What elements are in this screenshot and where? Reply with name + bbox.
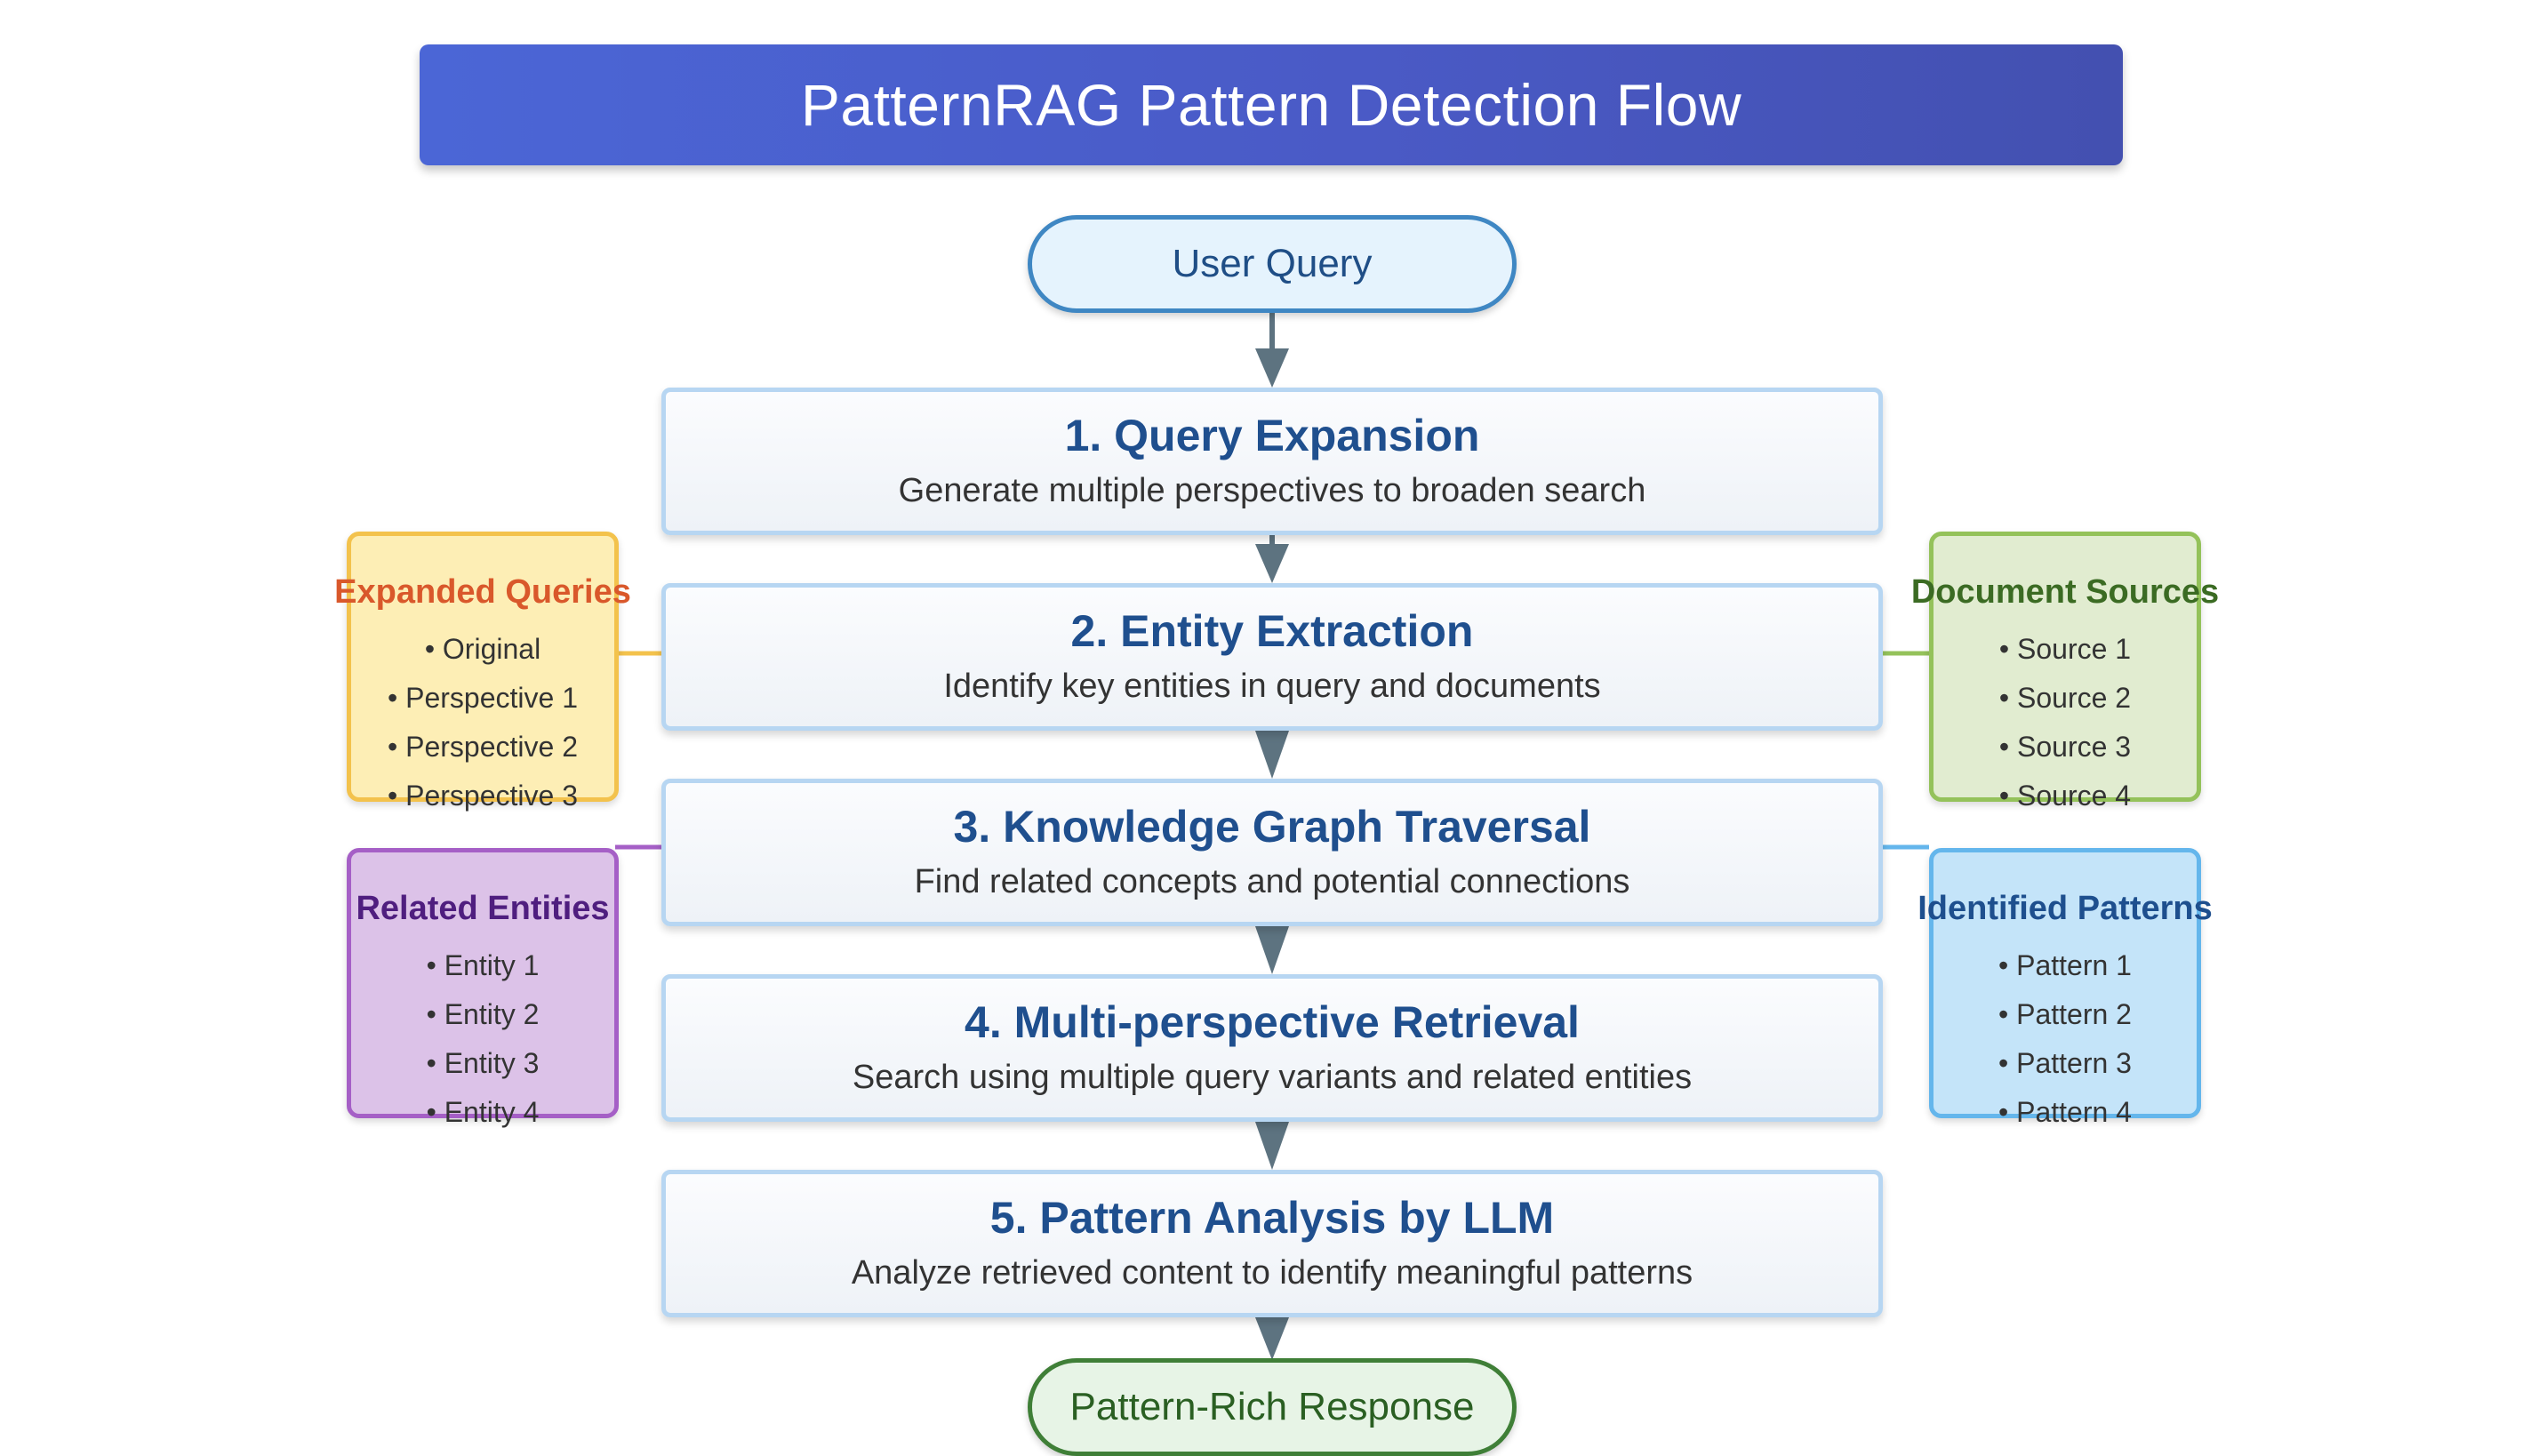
diagram-title-bar: PatternRAG Pattern Detection Flow bbox=[420, 44, 2123, 165]
list-item: • Perspective 1 bbox=[388, 682, 578, 714]
arrow-head bbox=[1255, 544, 1289, 583]
list-item: • Entity 1 bbox=[426, 949, 540, 981]
diagram-title: PatternRAG Pattern Detection Flow bbox=[800, 72, 1742, 138]
step-title: 4. Multi-perspective Retrieval bbox=[965, 997, 1580, 1047]
arrow-head bbox=[1255, 731, 1289, 779]
panel-title: Related Entities bbox=[356, 890, 610, 927]
step-multi-perspective-retrieval: 4. Multi-perspective Retrieval Search us… bbox=[661, 974, 1883, 1122]
start-node-label: User Query bbox=[1172, 242, 1373, 285]
list-item: • Source 3 bbox=[1998, 731, 2132, 763]
arrow-head bbox=[1255, 926, 1289, 974]
list-item: • Perspective 2 bbox=[388, 731, 578, 763]
list-item: • Perspective 3 bbox=[388, 780, 578, 812]
panel-list: • Source 1 • Source 2 • Source 3 • Sourc… bbox=[1934, 625, 2197, 820]
step-title: 1. Query Expansion bbox=[1064, 411, 1480, 460]
arrow-head bbox=[1255, 348, 1289, 388]
arrow-head bbox=[1255, 1317, 1289, 1360]
step-query-expansion: 1. Query Expansion Generate multiple per… bbox=[661, 388, 1883, 535]
step-knowledge-graph-traversal: 3. Knowledge Graph Traversal Find relate… bbox=[661, 779, 1883, 926]
panel-list: • Original • Perspective 1 • Perspective… bbox=[351, 625, 614, 820]
list-item: • Original bbox=[424, 633, 541, 665]
step-description: Find related concepts and potential conn… bbox=[914, 863, 1630, 900]
step-title: 2. Entity Extraction bbox=[1070, 606, 1474, 656]
list-item: • Entity 2 bbox=[426, 998, 540, 1030]
start-node-user-query: User Query bbox=[1028, 215, 1517, 313]
end-node-label: Pattern-Rich Response bbox=[1069, 1385, 1475, 1428]
list-item: • Source 2 bbox=[1998, 682, 2132, 714]
list-item: • Source 1 bbox=[1998, 633, 2132, 665]
panel-identified-patterns: Identified Patterns • Pattern 1 • Patter… bbox=[1918, 848, 2213, 1128]
panel-list: • Entity 1 • Entity 2 • Entity 3 • Entit… bbox=[351, 941, 614, 1137]
step-title: 5. Pattern Analysis by LLM bbox=[989, 1193, 1555, 1243]
panel-related-entities: Related Entities • Entity 1 • Entity 2 •… bbox=[347, 848, 619, 1128]
list-item: • Entity 3 bbox=[426, 1047, 540, 1079]
panel-title: Document Sources bbox=[1910, 573, 2220, 611]
step-description: Analyze retrieved content to identify me… bbox=[851, 1254, 1693, 1292]
panel-list: • Pattern 1 • Pattern 2 • Pattern 3 • Pa… bbox=[1934, 941, 2197, 1137]
flow-arrows bbox=[1255, 313, 1289, 1360]
list-item: • Entity 4 bbox=[426, 1096, 540, 1128]
panel-document-sources: Document Sources • Source 1 • Source 2 •… bbox=[1911, 532, 2219, 812]
list-item: • Pattern 1 bbox=[1998, 949, 2132, 981]
step-entity-extraction: 2. Entity Extraction Identify key entiti… bbox=[661, 583, 1883, 731]
list-item: • Pattern 3 bbox=[1998, 1047, 2132, 1079]
panel-expanded-queries: Expanded Queries • Original • Perspectiv… bbox=[334, 532, 631, 812]
end-node-pattern-rich-response: Pattern-Rich Response bbox=[1028, 1358, 1517, 1456]
step-pattern-analysis: 5. Pattern Analysis by LLM Analyze retri… bbox=[661, 1170, 1883, 1317]
step-description: Generate multiple perspectives to broade… bbox=[898, 472, 1646, 509]
step-description: Identify key entities in query and docum… bbox=[943, 668, 1601, 705]
list-item: • Pattern 2 bbox=[1998, 998, 2132, 1030]
step-description: Search using multiple query variants and… bbox=[852, 1059, 1693, 1096]
arrow-head bbox=[1255, 1122, 1289, 1170]
list-item: • Source 4 bbox=[1998, 780, 2132, 812]
panel-title: Identified Patterns bbox=[1918, 890, 2213, 927]
step-title: 3. Knowledge Graph Traversal bbox=[953, 802, 1591, 852]
list-item: • Pattern 4 bbox=[1998, 1096, 2132, 1128]
panel-title: Expanded Queries bbox=[334, 573, 631, 611]
